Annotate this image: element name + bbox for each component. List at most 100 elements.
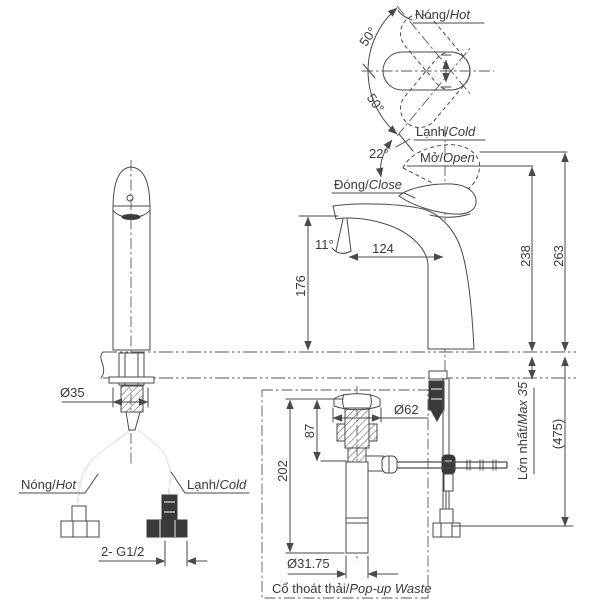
hot-label-front-vi: Nóng/ bbox=[21, 477, 56, 492]
supply-stop-valve bbox=[428, 380, 445, 411]
side-view: 22° Đóng/Close Mở/Open 11° 176 124 238 2… bbox=[293, 126, 569, 374]
angle-11: 11° bbox=[315, 237, 334, 252]
waste-lower-body bbox=[347, 447, 367, 463]
dim-263: 263 bbox=[551, 245, 566, 267]
max-thickness-en: Max 35 bbox=[515, 381, 530, 424]
handle-closed bbox=[398, 183, 477, 215]
angle-50-lower: 50° bbox=[364, 91, 388, 116]
cold-label-top: Lạnh/Cold bbox=[416, 124, 476, 139]
lever-adjust-ticks bbox=[466, 459, 497, 471]
waste-tee bbox=[365, 455, 384, 472]
waste-lug-left bbox=[336, 423, 346, 442]
dim-max-thickness: Lớn nhất/Max 35 bbox=[515, 381, 530, 480]
dim-87: 87 bbox=[302, 424, 317, 438]
cold-label-top-en: Cold bbox=[449, 124, 477, 139]
angle-22: 22° bbox=[369, 146, 389, 161]
hot-label-top-vi: Nóng/ bbox=[415, 7, 450, 22]
handle-base-dome bbox=[429, 213, 471, 218]
handle-angle-arc bbox=[375, 139, 393, 178]
cold-fitting-detail bbox=[164, 501, 175, 513]
stream-angle-arc bbox=[331, 247, 352, 254]
max-thickness-vi: Lớn nhất/ bbox=[515, 424, 530, 480]
hot-leader bbox=[397, 9, 413, 21]
rod-hex-nut bbox=[432, 522, 461, 538]
dim-o35: Ø35 bbox=[60, 385, 85, 400]
hot-underline-leader bbox=[18, 473, 99, 494]
ext-87-202 bbox=[285, 398, 347, 554]
horizontal-lever-rod bbox=[384, 461, 508, 469]
hose-hot-inner bbox=[77, 430, 130, 507]
cold-fitting bbox=[161, 494, 178, 522]
valve-detail-lines bbox=[431, 388, 442, 400]
dim-238: 238 bbox=[518, 245, 533, 267]
cold-hex-facets bbox=[159, 520, 176, 537]
close-label: Đóng/Close bbox=[334, 177, 402, 192]
pivot-ticks bbox=[440, 54, 452, 88]
rod-ball-joint bbox=[441, 454, 456, 475]
ext-o3175 bbox=[345, 555, 369, 579]
close-underline-leader bbox=[331, 192, 416, 199]
centerline-cold-diagonal bbox=[396, 46, 472, 137]
cold-label-front: Lạnh/Cold bbox=[187, 477, 247, 492]
open-label-vi: Mở/ bbox=[420, 150, 443, 165]
close-label-vi: Đóng/ bbox=[334, 177, 369, 192]
dim-124: 124 bbox=[372, 241, 394, 256]
handle-open-dashed bbox=[402, 144, 480, 190]
dim-o62: Ø62 bbox=[394, 402, 419, 417]
waste-lug-right bbox=[368, 423, 378, 442]
waste-flange bbox=[333, 393, 381, 411]
handle-top-view-cold-position bbox=[400, 51, 471, 129]
dim-475: (475) bbox=[550, 419, 565, 449]
popup-caption-vi: Cổ thoát thải/ bbox=[272, 581, 350, 596]
popup-caption-en: Pop-up Waste bbox=[349, 581, 431, 596]
stream-angle-lines bbox=[335, 218, 352, 252]
pipe-coupling-lines bbox=[345, 517, 369, 524]
hose-cold-inner bbox=[138, 430, 171, 503]
cold-label-front-vi: Lạnh/ bbox=[187, 477, 220, 492]
mounting-fitting bbox=[428, 370, 448, 380]
handle-top-view-neutral bbox=[382, 51, 471, 91]
open-label-en: Open bbox=[443, 150, 475, 165]
waste-tail-pipe bbox=[345, 461, 369, 554]
side-view-under-counter: Lớn nhất/Max 35 (475) bbox=[384, 356, 574, 538]
popup-waste-detail: Ø62 87 202 Ø31.75 Cổ thoát thải/Pop-up W… bbox=[261, 386, 431, 599]
detail-box-border bbox=[261, 389, 429, 599]
arc-mid-tick bbox=[362, 63, 376, 79]
front-body-outline bbox=[112, 166, 151, 351]
transition-tick bbox=[395, 133, 414, 152]
rod-adapter bbox=[439, 508, 454, 524]
hot-hex-facets bbox=[72, 520, 88, 538]
hose-cold-outer bbox=[138, 430, 171, 503]
waste-body-hatched bbox=[344, 407, 370, 449]
front-mounting-nut bbox=[120, 385, 144, 413]
handle-top-view-hot-position bbox=[400, 13, 471, 91]
open-label: Mở/Open bbox=[420, 150, 475, 165]
rod-clevis bbox=[443, 473, 454, 492]
flange-scallops bbox=[342, 393, 372, 409]
rotation-arc-50-50 bbox=[367, 7, 398, 135]
hot-label-front-en: Hot bbox=[56, 477, 78, 492]
cold-label-top-vi: Lạnh/ bbox=[416, 124, 449, 139]
popup-caption: Cổ thoát thải/Pop-up Waste bbox=[272, 581, 431, 596]
hot-label-front: Nóng/Hot bbox=[21, 477, 77, 492]
ext-g12 bbox=[164, 540, 188, 567]
front-button bbox=[126, 194, 134, 202]
front-view: Ø35 Nóng/Hot Lạnh/Cold 2- G1/2 bbox=[18, 160, 250, 567]
top-view-handle-rotation: Nóng/Hot Lạnh/Cold 50° 50° bbox=[356, 5, 494, 152]
hot-hex-nut bbox=[60, 520, 100, 538]
hex-facets bbox=[440, 522, 453, 538]
hot-label-top-en: Hot bbox=[450, 7, 472, 22]
dim-o3175: Ø31.75 bbox=[287, 556, 330, 571]
cold-underline-leader bbox=[170, 471, 250, 494]
dim-202: 202 bbox=[275, 460, 290, 482]
front-nut-taper bbox=[125, 411, 141, 431]
faucet-body-outline bbox=[332, 203, 475, 350]
counter-break-squiggle bbox=[100, 351, 105, 379]
dim-176: 176 bbox=[293, 275, 308, 297]
hot-fitting bbox=[71, 505, 87, 523]
front-locknut-washer bbox=[108, 376, 155, 384]
valve-taper bbox=[430, 409, 444, 423]
close-label-en: Close bbox=[369, 177, 402, 192]
